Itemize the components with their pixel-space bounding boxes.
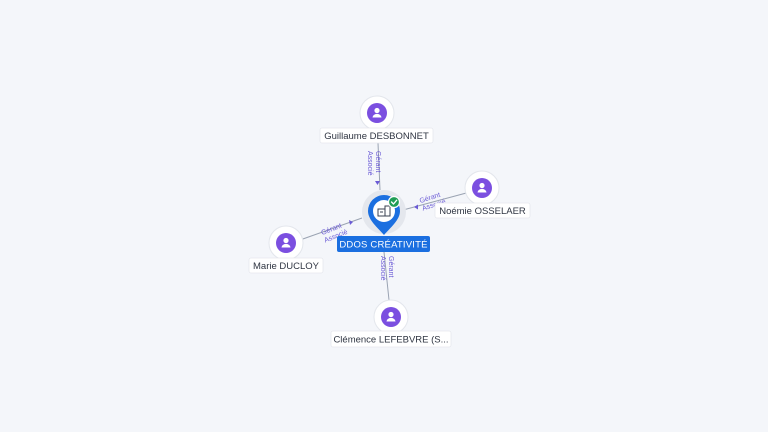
arrow-down-icon bbox=[375, 181, 380, 185]
company-label-box bbox=[337, 236, 430, 252]
edge-label-guillaume: Gérant Associé bbox=[366, 151, 381, 176]
person-name[interactable]: Guillaume DESBONNET bbox=[324, 131, 429, 142]
edge-role-associe: Associé bbox=[366, 151, 373, 176]
arrow-right-icon bbox=[349, 220, 353, 225]
company-name[interactable]: DDOS CRÉATIVITÉ bbox=[339, 240, 427, 251]
edge-role-gerant: Gérant bbox=[387, 256, 394, 277]
person-label-box bbox=[434, 202, 531, 219]
edge-guillaume bbox=[377, 142, 381, 191]
check-circle-icon bbox=[387, 195, 401, 209]
person-name[interactable]: Marie DUCLOY bbox=[253, 261, 320, 272]
person-icon bbox=[386, 311, 396, 322]
edge-clemence bbox=[383, 251, 390, 301]
person-label-box bbox=[248, 257, 324, 274]
company-node[interactable]: DDOS CRÉATIVITÉ bbox=[337, 190, 430, 252]
person-node-guillaume[interactable]: Guillaume DESBONNET bbox=[319, 95, 434, 144]
person-label-box bbox=[319, 127, 434, 144]
person-name[interactable]: Noémie OSSELAER bbox=[439, 206, 526, 217]
person-name[interactable]: Clémence LEFEBVRE (S... bbox=[333, 335, 448, 346]
person-label-box bbox=[330, 330, 452, 348]
edge-label-clemence: Gérant Associé bbox=[379, 256, 394, 281]
person-icon bbox=[477, 182, 487, 193]
person-icon bbox=[372, 107, 382, 118]
person-node-clemence[interactable]: Clémence LEFEBVRE (S... bbox=[330, 299, 452, 348]
person-icon bbox=[281, 237, 291, 248]
building-icon bbox=[377, 205, 391, 217]
person-node-marie[interactable]: Marie DUCLOY bbox=[248, 225, 324, 274]
edge-role-associe: Associé bbox=[379, 256, 386, 281]
arrow-left-icon bbox=[414, 204, 418, 210]
edge-role-gerant: Gérant bbox=[374, 151, 381, 172]
person-node-noemie[interactable]: Noémie OSSELAER bbox=[434, 170, 531, 219]
